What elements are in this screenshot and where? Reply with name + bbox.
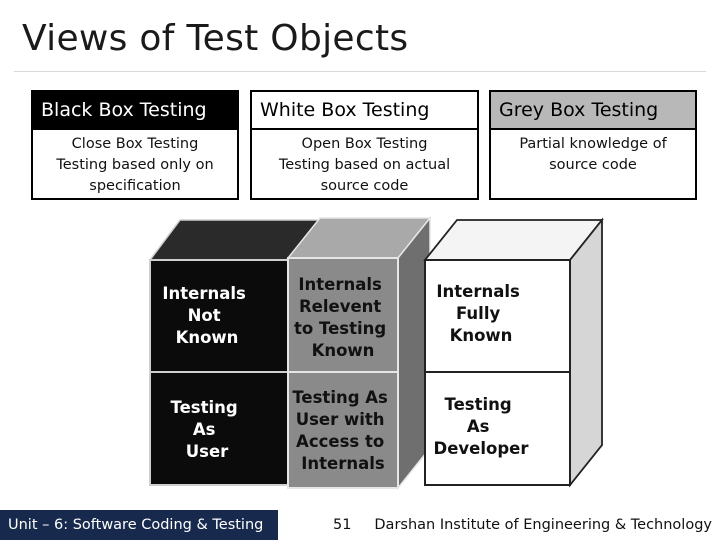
label-line: Relevent	[299, 297, 381, 316]
description-line: specification	[89, 178, 181, 194]
label-line: As	[193, 420, 216, 439]
label-line: Known	[450, 326, 513, 345]
footer-page-number: 51	[333, 517, 352, 533]
black-cube-lower-face	[149, 371, 291, 486]
slide-footer: Unit – 6: Software Coding & Testing 51 D…	[0, 510, 720, 540]
white-cube-bottom-label: Testing As Developer	[434, 395, 530, 458]
grey-box-testing-description: Partial knowledge of source code	[491, 128, 695, 176]
label-line: Testing	[171, 398, 238, 417]
label-line: Access to	[296, 432, 384, 451]
grey-box-cube	[286, 215, 432, 491]
label-line: Known	[312, 341, 375, 360]
label-line: Developer	[434, 439, 530, 458]
white-box-cube	[423, 217, 604, 488]
black-box-testing-card: Black Box Testing Close Box Testing Test…	[31, 90, 239, 200]
description-line: Open Box Testing	[301, 136, 428, 152]
label-line: User	[186, 442, 229, 461]
label-line: Not	[188, 306, 221, 325]
description-line: Testing based on actual	[278, 157, 451, 173]
white-box-testing-heading: White Box Testing	[252, 92, 477, 128]
white-cube-side-face	[569, 217, 603, 488]
black-box-testing-heading: Black Box Testing	[33, 92, 237, 128]
label-line: Fully	[456, 304, 501, 323]
white-box-testing-description: Open Box Testing Testing based on actual…	[252, 128, 477, 197]
title-divider	[14, 71, 706, 72]
white-box-testing-card: White Box Testing Open Box Testing Testi…	[250, 90, 479, 200]
grey-cube-bottom-label: Testing As User with Access to Internals	[292, 388, 393, 473]
footer-institute-name: Darshan Institute of Engineering & Techn…	[374, 517, 712, 533]
label-line: Internals	[436, 282, 520, 301]
white-cube-lower-face	[424, 371, 571, 486]
description-line: Partial knowledge of	[519, 136, 667, 152]
description-line: Close Box Testing	[71, 136, 199, 152]
label-line: Internals	[162, 284, 246, 303]
description-line: source code	[549, 157, 637, 173]
label-line: Known	[176, 328, 239, 347]
white-cube-top-label: Internals Fully Known	[436, 282, 525, 345]
footer-unit-label: Unit – 6: Software Coding & Testing	[0, 510, 278, 540]
black-cube-bottom-label: Testing As User	[171, 398, 244, 461]
label-line: to Testing	[294, 319, 386, 338]
label-line: Internals	[301, 454, 385, 473]
black-cube-top-label: Internals Not Known	[162, 284, 251, 347]
grey-cube-top-label: Internals Relevent to Testing Known	[294, 275, 392, 360]
grey-cube-lower-face	[287, 371, 399, 489]
label-line: Testing As	[292, 388, 388, 407]
label-line: Testing	[445, 395, 512, 414]
white-cube-upper-face	[424, 259, 571, 373]
description-line: Testing based only on	[56, 157, 214, 173]
grey-box-testing-card: Grey Box Testing Partial knowledge of so…	[489, 90, 697, 200]
description-line: source code	[320, 178, 409, 194]
label-line: User with	[296, 410, 385, 429]
label-line: Internals	[298, 275, 382, 294]
black-box-testing-description: Close Box Testing Testing based only on …	[33, 128, 237, 197]
black-cube-upper-face	[149, 259, 291, 373]
grey-box-testing-heading: Grey Box Testing	[491, 92, 695, 128]
slide-title: Views of Test Objects	[22, 18, 409, 59]
label-line: As	[467, 417, 490, 436]
